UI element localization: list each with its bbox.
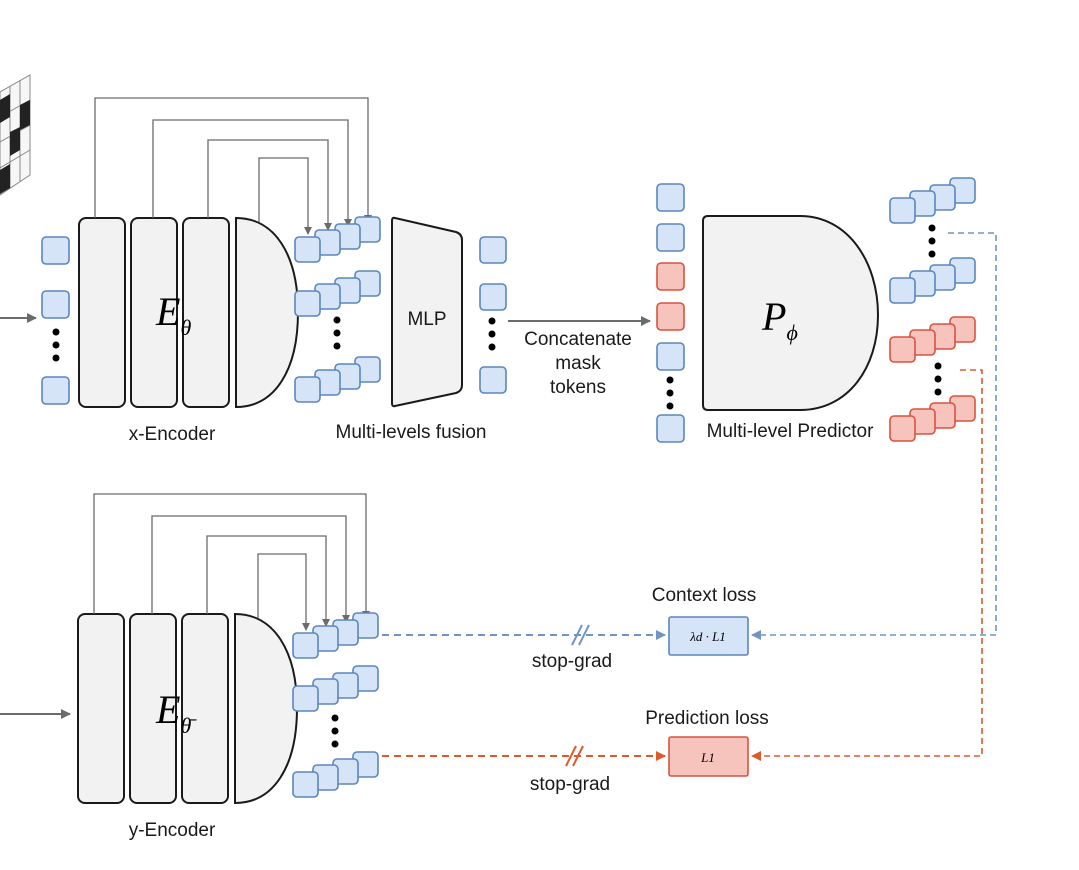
token [41, 236, 70, 265]
prediction-loss: Prediction loss L1 [645, 708, 769, 777]
token-stack [294, 216, 381, 263]
ellipsis-dot [488, 317, 496, 325]
ellipsis-dot [333, 329, 341, 337]
predictor-outputs [889, 177, 976, 442]
token-stack [292, 665, 379, 712]
y-encoder-outputs [292, 612, 379, 798]
ellipsis-dot [666, 389, 674, 397]
ellipsis-dot [928, 237, 936, 245]
x-encoder-outputs [294, 216, 381, 403]
context-target-route [751, 232, 997, 640]
mask-token [656, 302, 685, 331]
ellipsis-dot [52, 328, 60, 336]
ellipsis-dot [928, 224, 936, 232]
mlp-label: MLP [407, 309, 446, 330]
predictor: Pϕ Multi-level Predictor [702, 215, 880, 442]
predictor-label: Multi-level Predictor [707, 421, 874, 442]
ellipsis-dot [52, 341, 60, 349]
predictor-symbol: Pϕ [761, 294, 798, 345]
context-stop-grad-mark [571, 624, 590, 646]
x-skip-connections [94, 97, 372, 235]
x-encoder: Eθ x-Encoder [78, 216, 300, 445]
input-image-grid [0, 74, 31, 196]
context-loss-box [668, 616, 749, 656]
ellipsis-dot [934, 375, 942, 383]
svg-text:mask: mask [555, 353, 601, 374]
token [41, 376, 70, 405]
ellipsis-dot [52, 354, 60, 362]
encoder-layer [181, 613, 229, 804]
ellipsis-dot [331, 740, 339, 748]
fused-tokens [479, 236, 507, 394]
predictor-input-tokens [656, 183, 685, 443]
token-stack-masked [889, 316, 976, 363]
mask-token [656, 262, 685, 291]
token [41, 290, 70, 319]
y-encoder: Eθ̄ y-Encoder [77, 612, 299, 841]
prediction-loss-title: Prediction loss [645, 708, 769, 729]
y-skip-connections [93, 493, 370, 631]
context-loss-title: Context loss [652, 585, 757, 606]
token-stack [294, 356, 381, 403]
ellipsis-dot [666, 376, 674, 384]
prediction-target-route [751, 369, 983, 761]
mlp-fusion: MLP Multi-levels fusion [336, 216, 487, 443]
ellipsis-dot [934, 362, 942, 370]
encoder-layer [77, 613, 125, 804]
ellipsis-dot [333, 342, 341, 350]
ellipsis-dot [488, 343, 496, 351]
ellipsis-dot [331, 714, 339, 722]
fusion-label: Multi-levels fusion [336, 422, 487, 443]
ellipsis-dot [928, 250, 936, 258]
y-encoder-label: y-Encoder [129, 820, 216, 841]
encoder-layer [130, 217, 178, 408]
token-stack-masked [889, 395, 976, 442]
ellipsis-dot [488, 330, 496, 338]
encoder-layer [129, 613, 177, 804]
ellipsis-dot [333, 316, 341, 324]
token-stack [292, 751, 379, 798]
ellipsis-dot [666, 402, 674, 410]
context-loss-formula: λd · L1 [689, 629, 726, 644]
ellipsis-dot [331, 727, 339, 735]
svg-text:tokens: tokens [550, 377, 606, 398]
context-stop-grad-label: stop-grad [532, 651, 612, 672]
encoder-head [234, 612, 299, 805]
prediction-stop-grad-mark [565, 745, 584, 767]
x-encoder-label: x-Encoder [129, 424, 216, 445]
ellipsis-dot [934, 388, 942, 396]
token-stack [292, 612, 379, 659]
encoder-layer [182, 217, 230, 408]
token-stack [889, 257, 976, 304]
concat-label: Concatenate mask tokens [524, 329, 632, 398]
context-loss: Context loss λd · L1 [652, 585, 757, 656]
token-stack [889, 177, 976, 224]
x-input-tokens [41, 236, 70, 405]
x-encoder-symbol: Eθ [155, 289, 191, 340]
token-stack [294, 270, 381, 317]
encoder-layer [78, 217, 126, 408]
encoder-head [235, 216, 300, 409]
prediction-loss-formula: L1 [700, 750, 715, 765]
svg-text:Concatenate: Concatenate [524, 329, 632, 350]
prediction-loss-box [668, 736, 749, 777]
prediction-stop-grad-label: stop-grad [530, 774, 610, 795]
